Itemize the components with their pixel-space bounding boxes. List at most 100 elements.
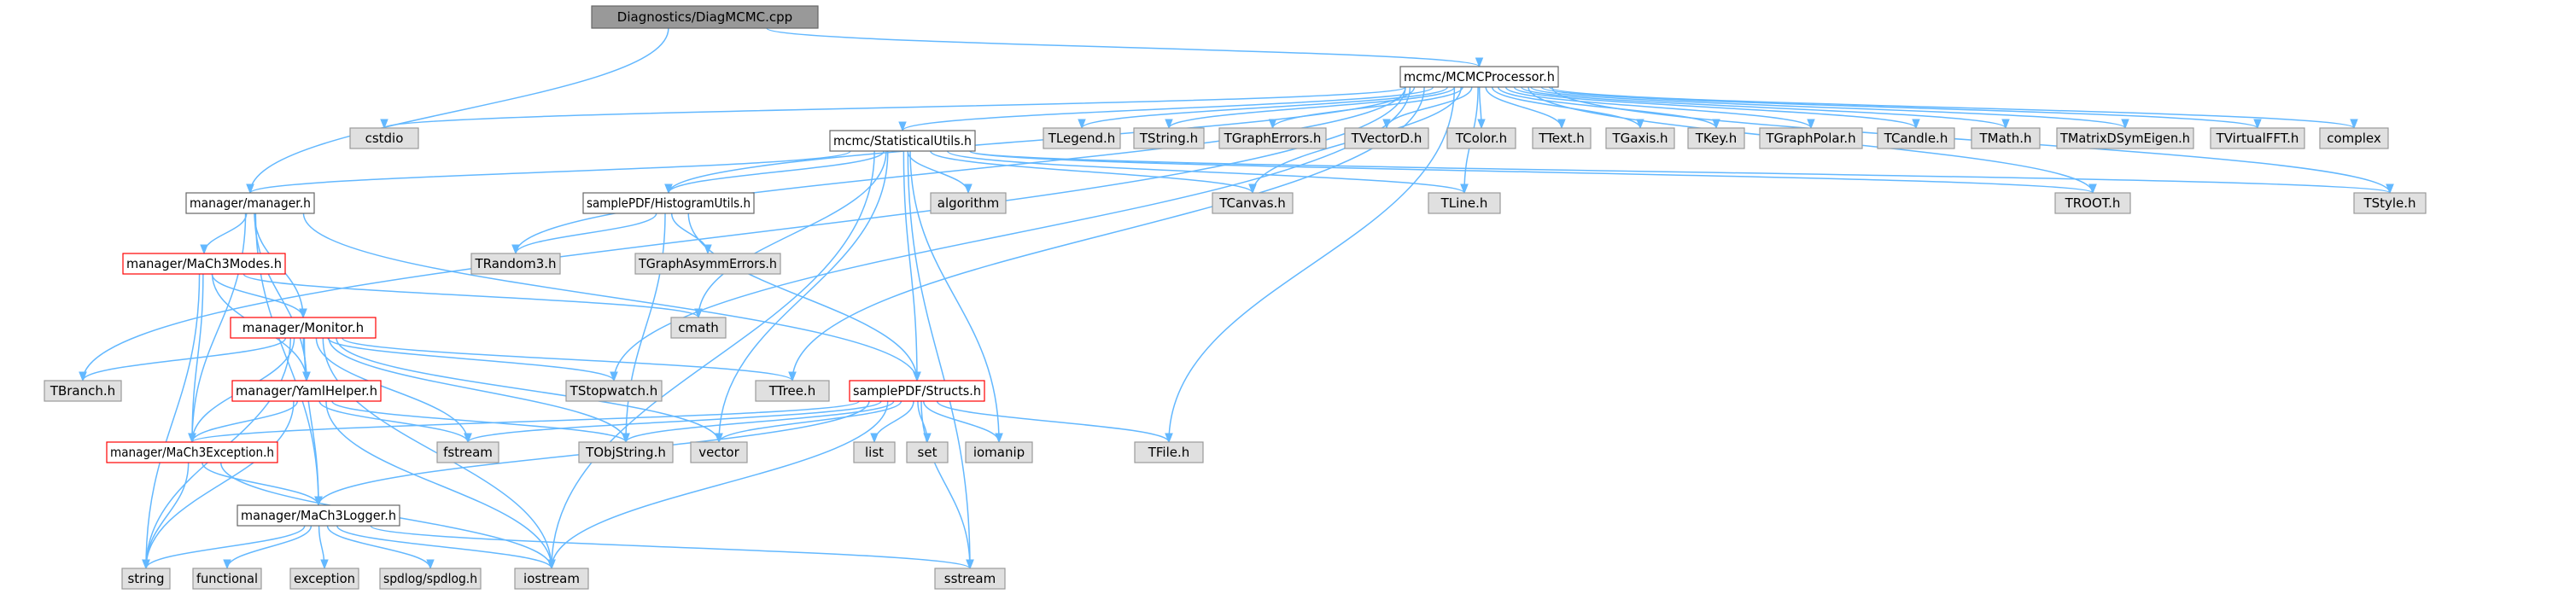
arrowhead-icon — [1912, 119, 1920, 130]
edge-line — [515, 86, 1406, 254]
edge-line — [1497, 86, 1717, 129]
node-box — [122, 253, 286, 275]
edge-line — [1386, 86, 1473, 129]
node-label: vector — [698, 445, 739, 460]
edge-line — [318, 400, 469, 443]
node-mcmcproc[interactable]: mcmc/MCMCProcessor.h — [1399, 66, 1559, 88]
node-string: string — [121, 568, 171, 590]
node-label: TROOT.h — [2065, 195, 2121, 211]
node-iomanip: iomanip — [965, 441, 1033, 463]
node-label: TMatrixDSymEigen.h — [2059, 131, 2190, 146]
node-vector: vector — [690, 441, 748, 463]
node-label: TRandom3.h — [474, 256, 556, 271]
node-mach3modes[interactable]: manager/MaCh3Modes.h — [122, 253, 286, 275]
node-mach3logger[interactable]: manager/MaCh3Logger.h — [237, 504, 400, 527]
edge-line — [551, 400, 889, 569]
node-label: list — [865, 445, 884, 460]
node-label: fstream — [443, 445, 493, 460]
edge-mcmcproc-to-tcolor — [1477, 86, 1486, 130]
arrowhead-icon — [79, 371, 87, 382]
edge-line — [625, 400, 895, 443]
edge-statutils-to-algorithm — [907, 150, 973, 195]
edge-line — [326, 525, 431, 569]
edge-line — [331, 400, 627, 443]
node-monitor[interactable]: manager/Monitor.h — [230, 317, 377, 339]
nodes-layer: Diagnostics/DiagMCMC.cpp mcmc/MCMCProcess… — [44, 5, 2427, 590]
edge-line — [145, 273, 201, 569]
node-functional: functional — [192, 568, 262, 590]
node-yamlhelper[interactable]: manager/YamlHelper.h — [231, 380, 382, 402]
node-tstring: TString.h — [1133, 127, 1205, 149]
edge-line — [936, 400, 1170, 443]
edge-line — [1540, 86, 2258, 129]
node-box — [1687, 127, 1745, 149]
node-label: manager/Monitor.h — [242, 320, 364, 335]
node-statutils[interactable]: mcmc/StatisticalUtils.h — [829, 130, 976, 152]
edge-line — [969, 150, 2391, 194]
edge-statutils-to-tstyle — [969, 150, 2394, 195]
node-box — [906, 441, 949, 463]
arrowhead-icon — [1165, 119, 1173, 130]
node-label: TCandle.h — [1884, 131, 1948, 146]
edge-line — [303, 337, 319, 506]
arrowhead-icon — [2001, 119, 2010, 130]
node-structs[interactable]: samplePDF/Structs.h — [849, 380, 985, 402]
node-label: cmath — [678, 320, 718, 335]
arrowhead-icon — [2088, 183, 2097, 195]
node-label: TStopwatch.h — [570, 383, 658, 399]
edge-manager-to-structs — [302, 213, 921, 382]
node-box — [1133, 127, 1205, 149]
edge-line — [1513, 86, 1917, 129]
edge-mach3logger-to-sstream — [370, 525, 974, 570]
arrowhead-icon — [302, 371, 311, 382]
node-box — [634, 253, 781, 275]
node-label: TMath.h — [1979, 131, 2032, 146]
arrowhead-icon — [2350, 119, 2358, 130]
node-box — [565, 380, 663, 402]
node-label: TText.h — [1538, 131, 1585, 146]
node-label: manager/YamlHelper.h — [236, 383, 377, 399]
arrowhead-icon — [664, 183, 673, 195]
edge-mcmcproc-to-complex — [1548, 86, 2358, 130]
edge-line — [249, 27, 669, 194]
edge-mcmcproc-to-tmath — [1521, 86, 2010, 130]
node-box — [436, 441, 499, 463]
node-box — [2056, 127, 2194, 149]
edge-line — [203, 213, 248, 254]
edge-line — [145, 400, 295, 569]
node-box — [690, 441, 748, 463]
node-box — [934, 568, 1006, 590]
edge-line — [145, 525, 306, 569]
node-box — [591, 5, 819, 29]
node-box — [1043, 127, 1121, 149]
edge-mcmcproc-to-tcandle — [1513, 86, 1920, 130]
node-list: list — [853, 441, 896, 463]
node-exception: exception — [289, 568, 359, 590]
node-box — [849, 380, 985, 402]
node-box — [1877, 127, 1955, 149]
node-mach3exc[interactable]: manager/MaCh3Exception.h — [106, 441, 278, 463]
node-manager[interactable]: manager/manager.h — [185, 192, 315, 214]
node-label: TCanvas.h — [1218, 195, 1286, 211]
node-label: exception — [294, 571, 355, 586]
node-box — [514, 568, 589, 590]
edge-line — [336, 525, 552, 569]
node-label: iostream — [523, 571, 580, 586]
edge-line — [342, 337, 793, 381]
node-root[interactable]: Diagnostics/DiagMCMC.cpp — [591, 5, 819, 29]
edge-histutils-to-structs — [687, 213, 921, 382]
node-troot: TROOT.h — [2054, 192, 2131, 214]
node-tbranch: TBranch.h — [44, 380, 122, 402]
arrowhead-icon — [1078, 119, 1086, 130]
node-histutils[interactable]: samplePDF/HistogramUtils.h — [582, 192, 755, 214]
edge-line — [969, 150, 2094, 194]
edge-mcmcproc-to-tstring — [1165, 86, 1456, 130]
edge-monitor-to-tbranch — [79, 337, 287, 382]
edge-statutils-to-tline — [946, 150, 1469, 195]
edge-monitor-to-ttree — [342, 337, 797, 382]
node-box — [2353, 192, 2427, 214]
edge-line — [920, 400, 971, 569]
node-label: TString.h — [1139, 131, 1198, 146]
arrowhead-icon — [380, 119, 388, 130]
